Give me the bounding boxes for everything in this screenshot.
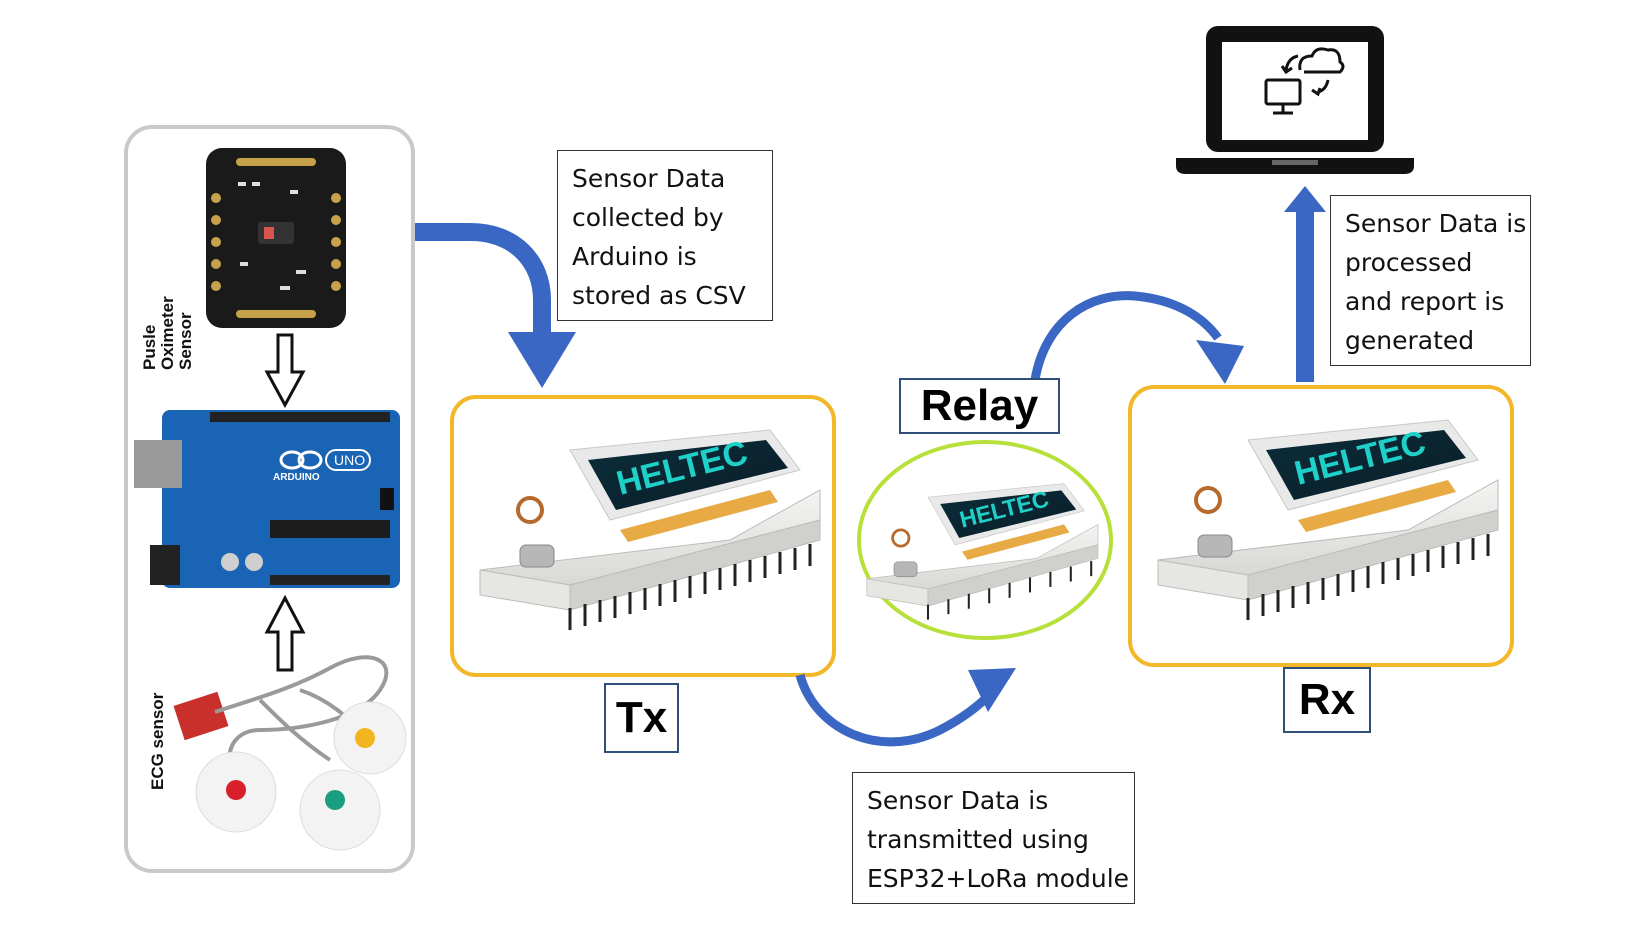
relay-heltec-board: HELTEC	[866, 483, 1099, 620]
callout-csv-line-1: Sensor Data	[572, 164, 726, 193]
callout-process-line-4: generated	[1345, 326, 1475, 355]
hollow-arrow-up	[264, 594, 306, 672]
callout-csv-line-2: collected by	[572, 203, 724, 232]
uno-text: UNO	[334, 452, 365, 468]
arduino-text: ARDUINO	[273, 472, 320, 483]
ecg-sensor-kit	[173, 655, 407, 851]
cloud-sync-icon	[1264, 47, 1345, 115]
callout-csv-line-3: Arduino is	[572, 242, 697, 271]
laptop-icon	[1176, 26, 1414, 174]
callout-process: Sensor Data is processed and report is g…	[1330, 195, 1531, 366]
pulse-oximeter-board	[206, 148, 346, 328]
callout-process-line-3: and report is	[1345, 287, 1505, 316]
hollow-arrow-down	[264, 333, 306, 409]
arrow-panel-to-tx	[415, 223, 576, 388]
callout-process-line-1: Sensor Data is	[1345, 209, 1527, 238]
callout-transmit-line-1: Sensor Data is	[867, 786, 1049, 815]
arrow-tx-to-relay	[795, 668, 1016, 747]
relay-label: Relay	[899, 378, 1060, 434]
arduino-uno-board: ARDUINO UNO	[134, 410, 400, 588]
rx-heltec-board: HELTEC	[1157, 419, 1499, 620]
callout-transmit-line-2: transmitted using	[867, 825, 1089, 854]
tx-heltec-board: HELTEC	[479, 429, 821, 630]
callout-transmit-line-3: ESP32+LoRa module	[867, 864, 1130, 893]
callout-csv: Sensor Data collected by Arduino is stor…	[557, 150, 773, 321]
callout-process-line-2: processed	[1345, 248, 1473, 277]
callout-csv-line-4: stored as CSV	[572, 281, 746, 310]
arrow-rx-to-laptop	[1284, 186, 1326, 382]
rx-label: Rx	[1283, 667, 1371, 733]
callout-transmit: Sensor Data is transmitted using ESP32+L…	[852, 772, 1135, 904]
tx-label: Tx	[604, 683, 679, 753]
arrow-relay-to-rx	[1030, 291, 1244, 384]
